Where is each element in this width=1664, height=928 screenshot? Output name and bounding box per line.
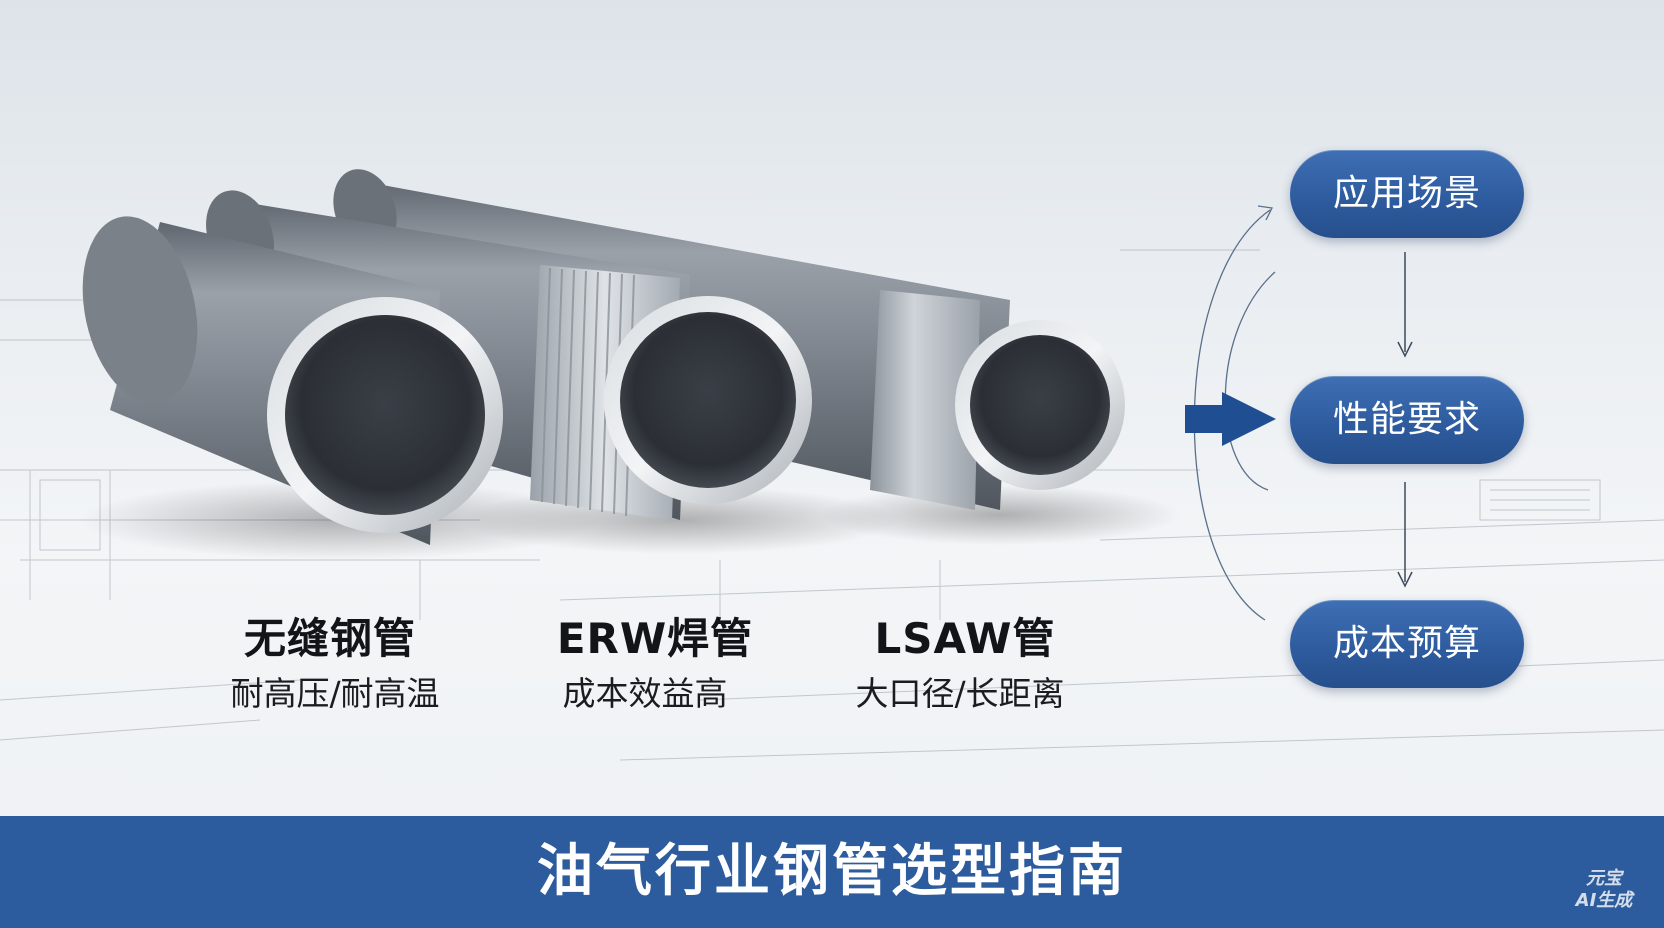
title-banner: 油气行业钢管选型指南 元宝 AI生成 (0, 816, 1664, 928)
flow-step-application: 应用场景 (1290, 150, 1524, 238)
pipe-desc-lsaw: 大口径/长距离 (855, 674, 1065, 713)
pipe-title-lsaw: LSAW管 (874, 614, 1056, 663)
pipe-shadow (820, 485, 1180, 545)
pipe-title-erw: ERW焊管 (556, 614, 754, 663)
arrow-right-icon (1185, 392, 1276, 446)
flow-step-budget: 成本预算 (1290, 600, 1524, 688)
pipe-desc-seamless: 耐高压/耐高温 (230, 674, 440, 713)
watermark-line2: AI生成 (1575, 890, 1633, 911)
flow-step-performance: 性能要求 (1290, 376, 1524, 464)
pipe-title-seamless: 无缝钢管 (243, 614, 416, 663)
illustration (0, 169, 1664, 761)
seamless-pipe (82, 216, 503, 545)
watermark-line1: 元宝 (1586, 868, 1622, 889)
pipe-desc-erw: 成本效益高 (562, 674, 728, 713)
banner-title: 油气行业钢管选型指南 (537, 839, 1127, 904)
ai-watermark: 元宝 AI生成 (1564, 868, 1644, 912)
